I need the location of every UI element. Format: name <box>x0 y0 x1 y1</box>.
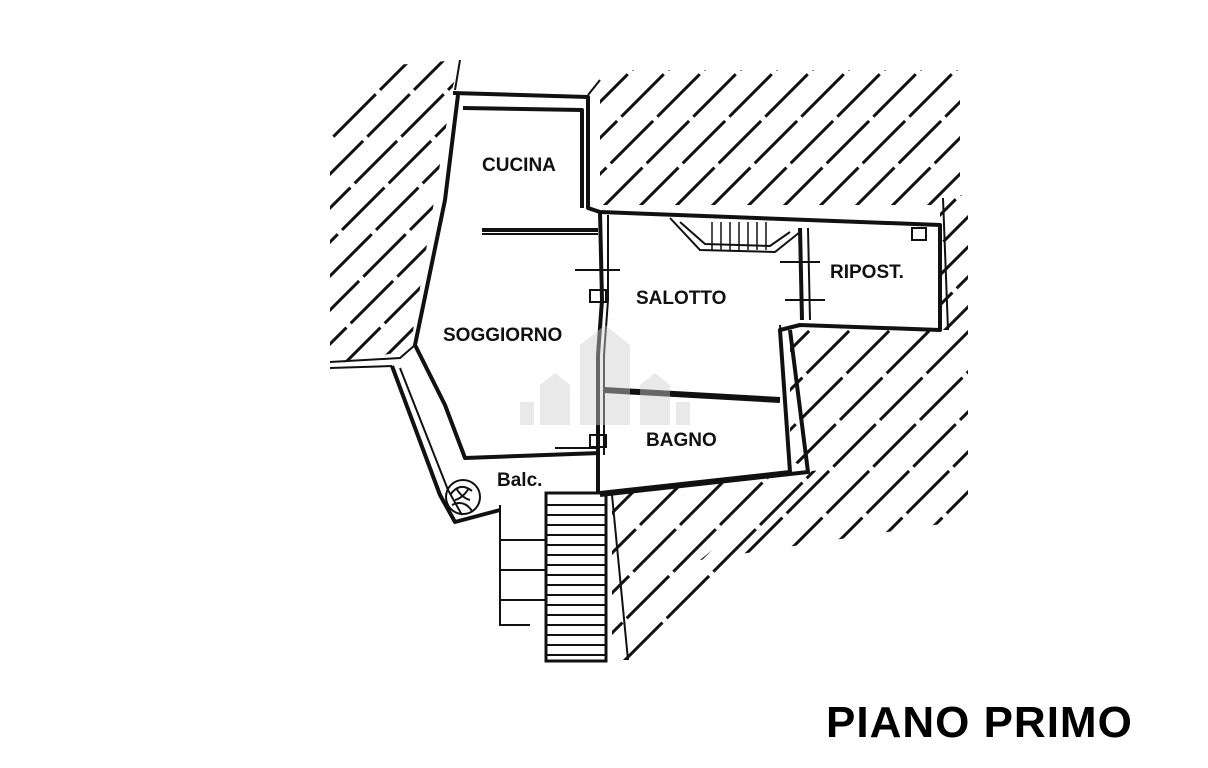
hatch-line <box>818 330 968 560</box>
hatch-line <box>618 470 817 660</box>
hatch-line <box>330 60 460 365</box>
hatch-line <box>938 330 968 560</box>
hatch-line <box>330 60 446 365</box>
hatch-line <box>612 470 737 660</box>
hatch-line <box>742 70 896 205</box>
room-label-salotto: SALOTTO <box>636 288 726 309</box>
bathroom-wall <box>603 387 781 403</box>
hatch-line <box>706 70 860 205</box>
hatch-line <box>600 70 680 205</box>
exterior-stair <box>499 491 608 663</box>
room-label-ripost: RIPOST. <box>830 262 904 283</box>
hatch-line <box>612 470 777 660</box>
plan-title: PIANO PRIMO <box>826 698 1133 747</box>
watermark-logo <box>520 325 690 425</box>
hatch-line <box>738 330 968 560</box>
plant-icon <box>445 479 481 515</box>
hatch-line <box>858 330 968 560</box>
hatch-line <box>330 60 460 365</box>
hatch-line <box>922 70 960 205</box>
hatch-line <box>940 195 968 330</box>
hatch-line <box>886 70 960 205</box>
hatch-line <box>670 70 824 205</box>
hatch-line <box>778 330 968 560</box>
hatch-line <box>634 70 788 205</box>
room-label-soggiorno: SOGGIORNO <box>443 325 562 346</box>
hatch-line <box>330 60 412 365</box>
hatch-line <box>330 60 460 365</box>
hatch-right <box>940 190 1115 335</box>
hatch-line <box>940 195 968 330</box>
hatch-line <box>330 60 460 365</box>
hatch-line <box>600 70 752 205</box>
hatch-line <box>336 60 460 365</box>
hatch-line <box>700 330 937 560</box>
hatch-line <box>818 470 820 660</box>
hatch-top <box>420 60 960 210</box>
hatch-line <box>658 470 820 660</box>
hatch-line <box>940 195 967 330</box>
hatch-line <box>958 70 960 205</box>
hatch-line <box>778 470 820 660</box>
room-label-bagno: BAGNO <box>646 430 717 451</box>
hatch-line <box>600 70 644 205</box>
hatch-line <box>738 470 820 660</box>
hatch-line <box>612 470 657 660</box>
hatch-bottom <box>612 470 820 660</box>
interior-stair <box>669 217 801 254</box>
hatch-line <box>330 60 460 365</box>
hatch-line <box>698 470 820 660</box>
room-label-cucina: CUCINA <box>482 155 556 176</box>
door-marks <box>575 227 927 448</box>
hatch-line <box>420 60 570 210</box>
hatch-line <box>814 70 960 205</box>
room-label-balc: Balc. <box>497 470 542 491</box>
hatch-line <box>612 470 697 660</box>
hatch-line <box>850 70 960 205</box>
hatch-line <box>970 190 1115 335</box>
hatch-line <box>898 330 968 560</box>
hatch-line <box>600 70 716 205</box>
hatch-line <box>940 195 968 330</box>
hatch-line <box>778 70 932 205</box>
